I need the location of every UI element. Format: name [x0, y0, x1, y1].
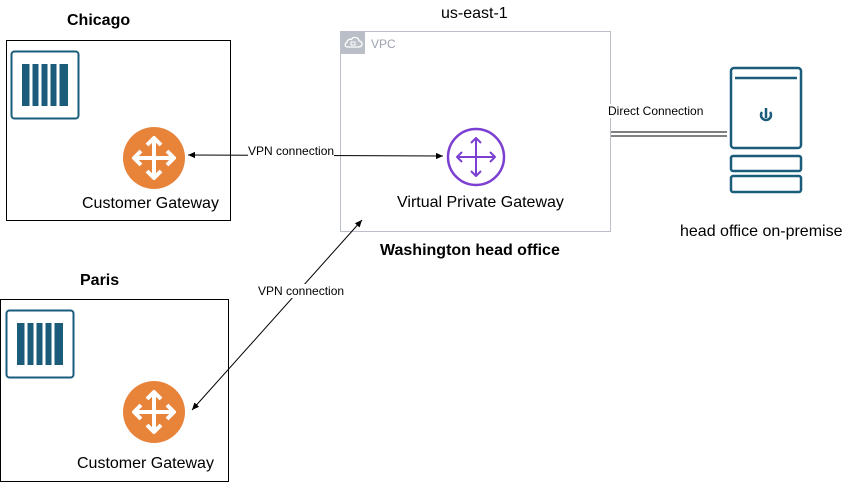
paris-gateway-label: Customer Gateway — [77, 455, 214, 472]
washington-caption: Washington head office — [380, 242, 560, 259]
chicago-gateway-label: Customer Gateway — [82, 195, 219, 212]
paris-title: Paris — [80, 272, 120, 289]
direct-connection-label: Direct Connection — [608, 104, 704, 118]
firewall-icon — [5, 309, 75, 384]
region-label: us-east-1 — [441, 5, 508, 22]
vpc-badge: VPC — [371, 37, 396, 51]
vpn-connection-chicago-label: VPN connection — [248, 144, 335, 158]
onprem-label: head office on-premise — [680, 223, 843, 240]
vpn-connection-paris-line — [191, 219, 363, 411]
server-icon — [729, 66, 803, 199]
chicago-title: Chicago — [67, 12, 131, 29]
vpc-cloud-lock-icon — [341, 32, 365, 54]
customer-gateway-router-icon — [122, 126, 186, 195]
customer-gateway-router-icon — [122, 380, 186, 449]
firewall-icon — [10, 50, 80, 125]
virtual-private-gateway-icon — [446, 127, 506, 192]
vpn-connection-paris-label: VPN connection — [258, 284, 345, 298]
paris-site-box — [0, 299, 229, 482]
vpg-label: Virtual Private Gateway — [397, 194, 564, 211]
